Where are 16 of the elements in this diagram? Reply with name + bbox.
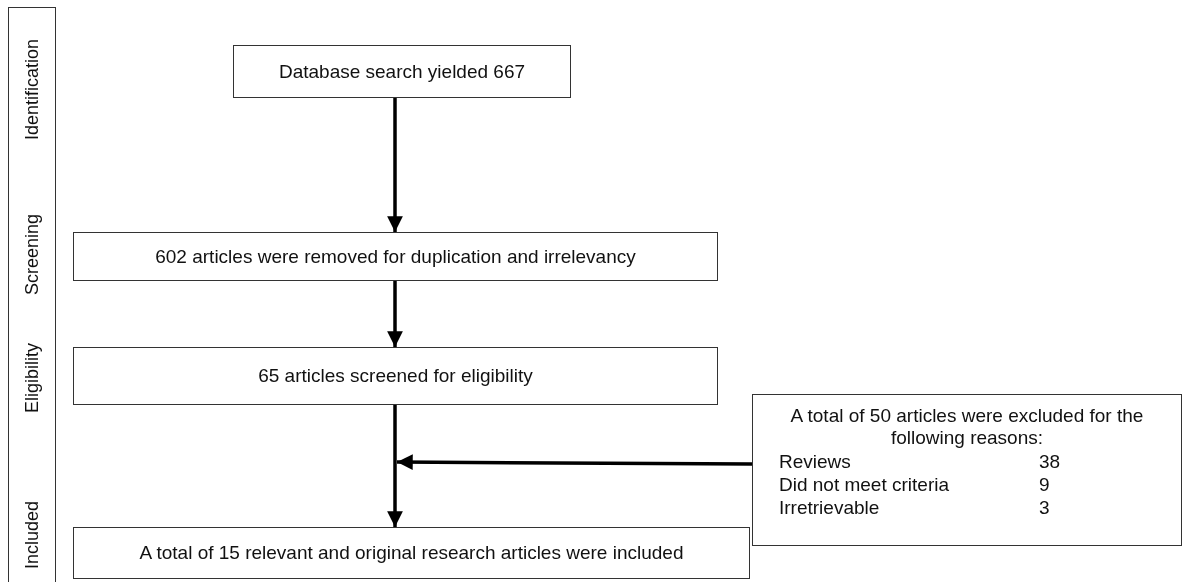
reason-text: Irretrievable	[779, 497, 881, 519]
arrow	[397, 454, 752, 470]
process-box: A total of 15 relevant and original research articles were included	[73, 527, 750, 579]
count-text: 3	[1039, 497, 1051, 519]
exclusion-box	[752, 394, 1182, 546]
arrow	[387, 281, 403, 347]
arrow	[387, 405, 403, 527]
exclusion-heading: A total of 50 articles were excluded for the following reasons:	[789, 404, 1145, 450]
process-box: Database search yielded 667	[233, 45, 571, 98]
reason-text: Did not meet criteria	[779, 474, 950, 496]
count-text: 38	[1039, 451, 1062, 473]
reason-text: Reviews	[779, 451, 852, 473]
process-box: 602 articles were removed for duplication and irrelevancy	[73, 232, 718, 281]
arrow	[387, 98, 403, 232]
process-box: 65 articles screened for eligibility	[73, 347, 718, 405]
count-text: 9	[1039, 474, 1051, 496]
